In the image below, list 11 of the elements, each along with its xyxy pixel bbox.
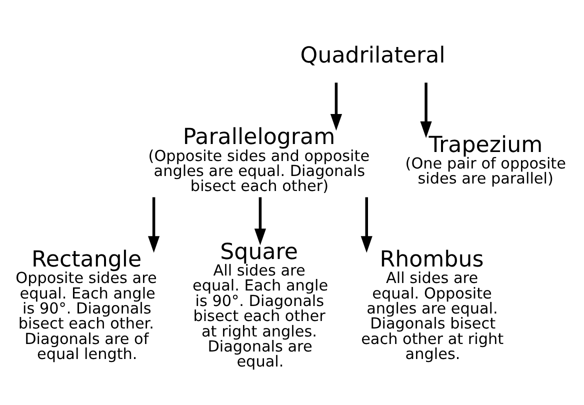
node-text: Quadrilateral [300,42,446,69]
node-text: Rectangle Opposite sides are equal. Each angle is 90°. Diagonals bisect each other. Diagonals are of equal length. [16,246,157,364]
arrow [330,82,342,131]
node-text: Parallelogram (Opposite sides and opposite angles are equal. Diagonals bisect each other) [148,124,370,196]
arrow [148,197,160,253]
node-text: Rhombus All sides are equal. Opposite angles are equal. Diagonals bisect each other at right angles. [361,246,504,364]
arrow [254,197,266,246]
arrow [360,197,372,253]
arrow [420,82,432,138]
node-text: Trapezium (One pair of opposite sides are parallel) [405,132,566,188]
node-text: Square All sides are equal. Each angle is 90°. Diagonals bisect each other at right angles. Diagonals are equal. [192,238,328,371]
